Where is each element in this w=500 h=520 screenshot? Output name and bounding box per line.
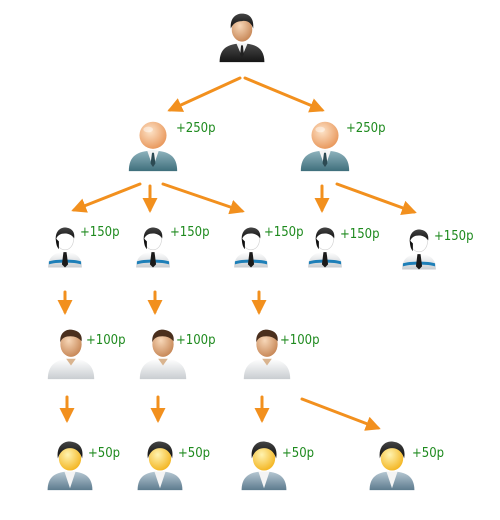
root-node [219, 13, 265, 63]
agent-node-1: +150р [47, 225, 120, 269]
agent-icon [47, 226, 83, 269]
arrow-right-manager-to-agent-5 [335, 182, 417, 215]
agent-reward-label: +150р [80, 225, 120, 240]
arrow-root-to-right-manager [243, 76, 325, 113]
member-reward-label: +50р [178, 446, 210, 461]
arrow-user-3-to-member-4 [300, 397, 381, 431]
manager-icon [128, 121, 178, 172]
manager-node-2: +250р [300, 121, 386, 172]
businessman-icon [219, 13, 265, 63]
agent-node-5: +150р [401, 228, 474, 271]
agent-reward-label: +150р [170, 225, 210, 240]
manager-reward-label: +250р [346, 121, 386, 136]
agent-node-2: +150р [135, 225, 210, 269]
user-reward-label: +100р [86, 333, 126, 348]
manager-reward-label: +250р [176, 121, 216, 136]
connector-arrows [57, 76, 417, 431]
user-node-1: +100р [47, 329, 126, 380]
arrow-left-manager-to-agent-1 [71, 182, 142, 213]
user-faceless-icon [369, 441, 415, 491]
agent-icon [307, 226, 343, 269]
user-reward-label: +100р [280, 333, 320, 348]
user-faceless-icon [137, 441, 183, 491]
user-faceless-icon [47, 441, 93, 491]
member-node-4: +50р [369, 441, 444, 491]
user-reward-label: +100р [176, 333, 216, 348]
agent-node-4: +150р [307, 226, 380, 269]
agent-icon [233, 226, 269, 269]
user-node-2: +100р [139, 329, 216, 380]
manager-node-1: +250р [128, 121, 216, 172]
member-reward-label: +50р [412, 446, 444, 461]
member-reward-label: +50р [88, 446, 120, 461]
agent-reward-label: +150р [434, 229, 474, 244]
manager-icon [300, 121, 350, 172]
arrow-left-manager-to-agent-3 [161, 182, 245, 215]
arrow-root-to-left-manager [167, 76, 242, 112]
member-node-2: +50р [137, 441, 210, 491]
agent-icon [135, 226, 171, 269]
member-node-1: +50р [47, 441, 120, 491]
member-reward-label: +50р [282, 446, 314, 461]
member-node-3: +50р [241, 441, 314, 491]
agent-reward-label: +150р [340, 227, 380, 242]
agent-icon [401, 228, 437, 271]
agent-reward-label: +150р [264, 225, 304, 240]
agent-node-3: +150р [233, 225, 304, 269]
user-node-3: +100р [243, 329, 320, 380]
user-faceless-icon [241, 441, 287, 491]
